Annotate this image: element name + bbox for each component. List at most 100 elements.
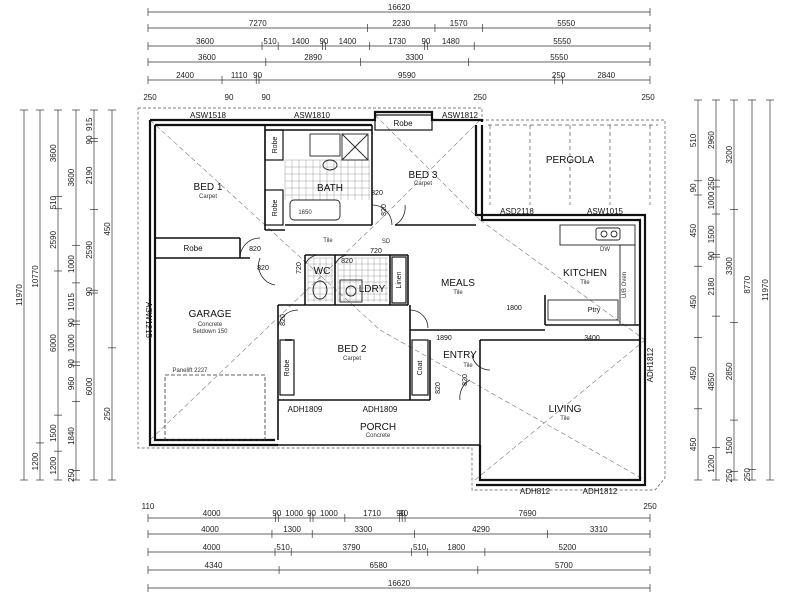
right-dim-row-3-value: 1500 bbox=[707, 225, 716, 243]
bottom-dim-row-1-value: 3310 bbox=[590, 525, 608, 534]
entry-floor: Tile bbox=[463, 363, 473, 369]
garage-door bbox=[164, 374, 266, 441]
bottom-dim-row-2-value: 3790 bbox=[342, 543, 360, 552]
window-asd2118: ASD2118 bbox=[500, 207, 534, 216]
dim-820-f: 820 bbox=[435, 382, 442, 394]
window-labels: ASW1518 ASW1810 ASW1812 ASD2118 ASW1015 … bbox=[144, 111, 655, 496]
dim-820-c: 820 bbox=[381, 204, 388, 216]
top-dim-row-4-value: 2840 bbox=[597, 71, 615, 80]
fixture-labels: Robe Robe Robe Robe Robe Linen Coat Ptry… bbox=[183, 119, 628, 376]
pergola-slats bbox=[488, 124, 658, 205]
right-dim-row-3-value: 250 bbox=[707, 176, 716, 190]
window-adh1809-a: ADH1809 bbox=[288, 405, 323, 414]
left-dim-row-3-value: 1015 bbox=[67, 293, 76, 311]
roof-hip-lines bbox=[149, 114, 646, 481]
dim-820-a: 820 bbox=[249, 246, 261, 253]
right-dim-row-1-value: 8770 bbox=[743, 275, 752, 293]
left-dim-row-4-value: 2190 bbox=[85, 166, 94, 184]
bottom-dim-row-3-value: 4340 bbox=[205, 561, 223, 570]
top-dim-row-3-value: 3300 bbox=[405, 53, 423, 62]
right-dim-row-3-value: 2180 bbox=[707, 277, 716, 295]
internal-dimension-labels: 820 820 720 820 720 820 820 1800 1890 34… bbox=[249, 190, 600, 394]
bottom-dim-row-0-value: 4000 bbox=[203, 509, 221, 518]
bed2-label: BED 2 bbox=[338, 344, 367, 355]
bottom-dim-row-0-value: 90 bbox=[307, 509, 316, 518]
living-floor: Tile bbox=[560, 416, 570, 422]
pantry-label: Ptry bbox=[588, 307, 601, 314]
left-dim-row-4-value: 90 bbox=[85, 135, 94, 144]
top-dim-row-3-value: 2890 bbox=[304, 53, 322, 62]
right-dim-row-3-value: 90 bbox=[707, 251, 716, 260]
left-dim-row-3-value: 250 bbox=[67, 468, 76, 482]
right-dim-row-3-value: 1000 bbox=[707, 191, 716, 209]
bottom-dim-row-0-value: 90 bbox=[399, 509, 408, 518]
top-dim-row-4-value: 250 bbox=[552, 71, 566, 80]
bed2-floor: Carpet bbox=[343, 356, 361, 362]
top-dim-row-4-value: 9590 bbox=[398, 71, 416, 80]
left-dim-row-2-value: 2590 bbox=[49, 230, 58, 248]
left-dim-row-1-value: 10770 bbox=[31, 265, 40, 288]
bottom-dim-row-0-value: 1000 bbox=[320, 509, 338, 518]
top-dim-row-2-value: 3600 bbox=[196, 37, 214, 46]
bottom-dim-row-2-value: 4000 bbox=[203, 543, 221, 552]
window-adh812: ADH812 bbox=[520, 487, 551, 496]
top-dim-row-4-value: 1110 bbox=[231, 71, 248, 80]
top-dim-row-2-value: 510 bbox=[263, 37, 277, 46]
top-dim-row-2-value: 1480 bbox=[442, 37, 460, 46]
right-dim-row-4-value: 450 bbox=[689, 223, 698, 237]
top-dim-row-4-value: 2400 bbox=[176, 71, 194, 80]
right-dim-row-2-value: 250 bbox=[725, 469, 734, 483]
bottom-dim-row-1-value: 4290 bbox=[472, 525, 490, 534]
right-dim-row-2-value: 3200 bbox=[725, 145, 734, 163]
coat-label: Coat bbox=[417, 361, 424, 376]
bathroom-tiles bbox=[284, 159, 388, 302]
bottom-dim-row-2-value: 510 bbox=[276, 543, 290, 552]
dim-720-b: 720 bbox=[296, 262, 303, 274]
living-label: LIVING bbox=[549, 404, 582, 415]
right-dim-row-4-value: 450 bbox=[689, 437, 698, 451]
top-dim-row-4-value: 90 bbox=[253, 71, 262, 80]
garage-label: GARAGE bbox=[189, 309, 232, 320]
right-dim-row-2-value: 3300 bbox=[725, 257, 734, 275]
linen-label: Linen bbox=[396, 271, 403, 288]
robe-label-bed3: Robe bbox=[393, 119, 413, 128]
left-dim-row-3-value: 960 bbox=[67, 376, 76, 390]
right-dim-row-4-value: 450 bbox=[689, 366, 698, 380]
kitchen-floor: Tile bbox=[580, 280, 590, 286]
bottom-dim-row-0-value: 1000 bbox=[285, 509, 303, 518]
garage-panelift: Panelift 2227 bbox=[172, 368, 208, 374]
left-dim-row-2-value: 3600 bbox=[49, 144, 58, 162]
meals-floor: Tile bbox=[453, 290, 463, 296]
right-dim-row-3-value: 4850 bbox=[707, 372, 716, 390]
bed3-floor: Carpet bbox=[414, 181, 432, 187]
right-dim-row-3-value: 1200 bbox=[707, 454, 716, 472]
top-dim-row-1-value: 1570 bbox=[450, 19, 468, 28]
oven-label: U/B Oven bbox=[622, 272, 628, 298]
bottom-edge-dim: 110 bbox=[142, 502, 155, 511]
window-adh1812-bottom: ADH1812 bbox=[583, 487, 618, 496]
wc-label: WC bbox=[314, 266, 331, 277]
left-dim-row-4-value: 2590 bbox=[85, 240, 94, 258]
left-dimension-chains: 1197010770120036005102590600015001200360… bbox=[15, 109, 116, 482]
top-dim-row-1-value: 7270 bbox=[249, 19, 267, 28]
bath-fixtures bbox=[289, 133, 369, 303]
dim-820-d: 820 bbox=[341, 258, 353, 265]
top-edge-dim: 250 bbox=[641, 93, 655, 102]
bed1-label: BED 1 bbox=[194, 182, 223, 193]
bottom-dim-row-3-value: 6580 bbox=[370, 561, 388, 570]
left-dim-row-3-value: 1840 bbox=[67, 427, 76, 445]
right-dim-row-3-value: 2960 bbox=[707, 131, 716, 149]
dim-720-a: 720 bbox=[370, 248, 382, 255]
bottom-dim-row-2-value: 5200 bbox=[559, 543, 577, 552]
door-swings bbox=[239, 204, 491, 401]
top-edge-dim: 250 bbox=[473, 93, 487, 102]
window-asw1215: ASW1215 bbox=[144, 302, 153, 339]
window-asw1015: ASW1015 bbox=[587, 207, 624, 216]
right-dim-row-1-value: 250 bbox=[743, 468, 752, 482]
hall-floor: Tile bbox=[323, 238, 333, 244]
dim-3400: 3400 bbox=[584, 335, 600, 342]
kitchen-label: KITCHEN bbox=[563, 268, 607, 279]
left-dim-row-3-value: 3600 bbox=[67, 168, 76, 186]
